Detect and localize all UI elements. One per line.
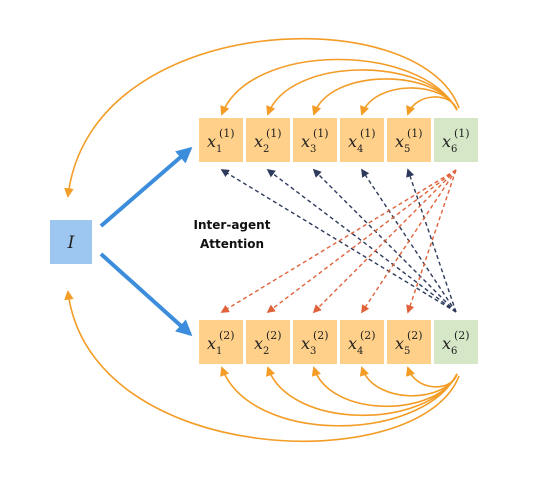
token-box xyxy=(387,320,431,364)
token-superscript: (2) xyxy=(407,329,423,342)
cross-arrow-to-a2-token5 xyxy=(406,169,457,314)
token-subscript: 5 xyxy=(404,144,410,155)
cross-arrow-to-a2-token2 xyxy=(266,169,457,314)
token-variable: x xyxy=(254,334,263,353)
token-variable: x xyxy=(395,334,404,353)
token-box xyxy=(434,320,478,364)
token-variable: x xyxy=(254,132,263,151)
token-subscript: 6 xyxy=(451,144,457,155)
input-label: I xyxy=(67,233,75,253)
token-superscript: (1) xyxy=(219,127,235,140)
token-variable: x xyxy=(348,334,357,353)
cross-arrow-to-a1-token5 xyxy=(406,168,457,313)
token-superscript: (1) xyxy=(360,127,376,140)
token-subscript: 4 xyxy=(357,144,363,155)
token-subscript: 5 xyxy=(404,346,410,357)
cross-arrow-to-a2-token4 xyxy=(361,169,457,314)
token-subscript: 2 xyxy=(263,144,269,155)
token-box xyxy=(340,320,384,364)
token-box xyxy=(387,118,431,162)
input-to-agent1-arrow xyxy=(99,146,193,228)
token-subscript: 1 xyxy=(216,346,222,357)
input-arrows xyxy=(99,146,193,337)
arc-bottom-to-input xyxy=(64,290,460,442)
token-variable: x xyxy=(442,334,451,353)
token-box xyxy=(293,320,337,364)
arc-top-to-token2 xyxy=(266,69,458,116)
token-box xyxy=(293,118,337,162)
token-box xyxy=(246,320,290,364)
arc-bottom-to-token5 xyxy=(405,366,458,388)
token-subscript: 4 xyxy=(357,346,363,357)
token-superscript: (2) xyxy=(313,329,329,342)
token-superscript: (2) xyxy=(454,329,470,342)
token-variable: x xyxy=(301,132,310,151)
cross-arrow-to-a2-token3 xyxy=(312,169,457,314)
token-subscript: 1 xyxy=(216,144,222,155)
cross-attention-red-arrows xyxy=(220,169,457,314)
token-subscript: 3 xyxy=(310,144,316,155)
cross-arrow-to-a2-token1 xyxy=(220,169,457,313)
token-superscript: (2) xyxy=(266,329,282,342)
token-box xyxy=(340,118,384,162)
annotation-line2: Attention xyxy=(200,237,264,251)
input-to-agent2-arrow xyxy=(99,252,193,337)
token-superscript: (2) xyxy=(360,329,376,342)
token-box xyxy=(199,320,243,364)
input-node: I xyxy=(50,220,92,264)
cross-arrow-to-a1-token2 xyxy=(266,168,457,313)
token-box xyxy=(199,118,243,162)
token-variable: x xyxy=(395,132,404,151)
token-subscript: 6 xyxy=(451,346,457,357)
arc-top-to-input xyxy=(64,37,460,198)
token-variable: x xyxy=(442,132,451,151)
token-variable: x xyxy=(207,334,216,353)
token-box xyxy=(246,118,290,162)
agent1-self-attention-arcs xyxy=(64,37,460,198)
arc-top-to-token1 xyxy=(220,58,458,116)
input-box xyxy=(50,220,92,264)
arc-bottom-to-token1 xyxy=(220,366,458,427)
token-superscript: (2) xyxy=(219,329,235,342)
token-subscript: 3 xyxy=(310,346,316,357)
token-subscript: 2 xyxy=(263,346,269,357)
token-superscript: (1) xyxy=(407,127,423,140)
token-superscript: (1) xyxy=(266,127,282,140)
token-superscript: (1) xyxy=(454,127,470,140)
token-superscript: (1) xyxy=(313,127,329,140)
token-variable: x xyxy=(348,132,357,151)
arc-bottom-to-token3 xyxy=(311,366,458,408)
arc-bottom-to-token2 xyxy=(266,366,458,417)
annotation-line1: Inter-agent xyxy=(194,218,271,232)
arc-top-to-token5 xyxy=(406,96,458,116)
agent2-self-attention-arcs xyxy=(64,290,460,442)
token-box xyxy=(434,118,478,162)
token-variable: x xyxy=(207,132,216,151)
token-variable: x xyxy=(301,334,310,353)
